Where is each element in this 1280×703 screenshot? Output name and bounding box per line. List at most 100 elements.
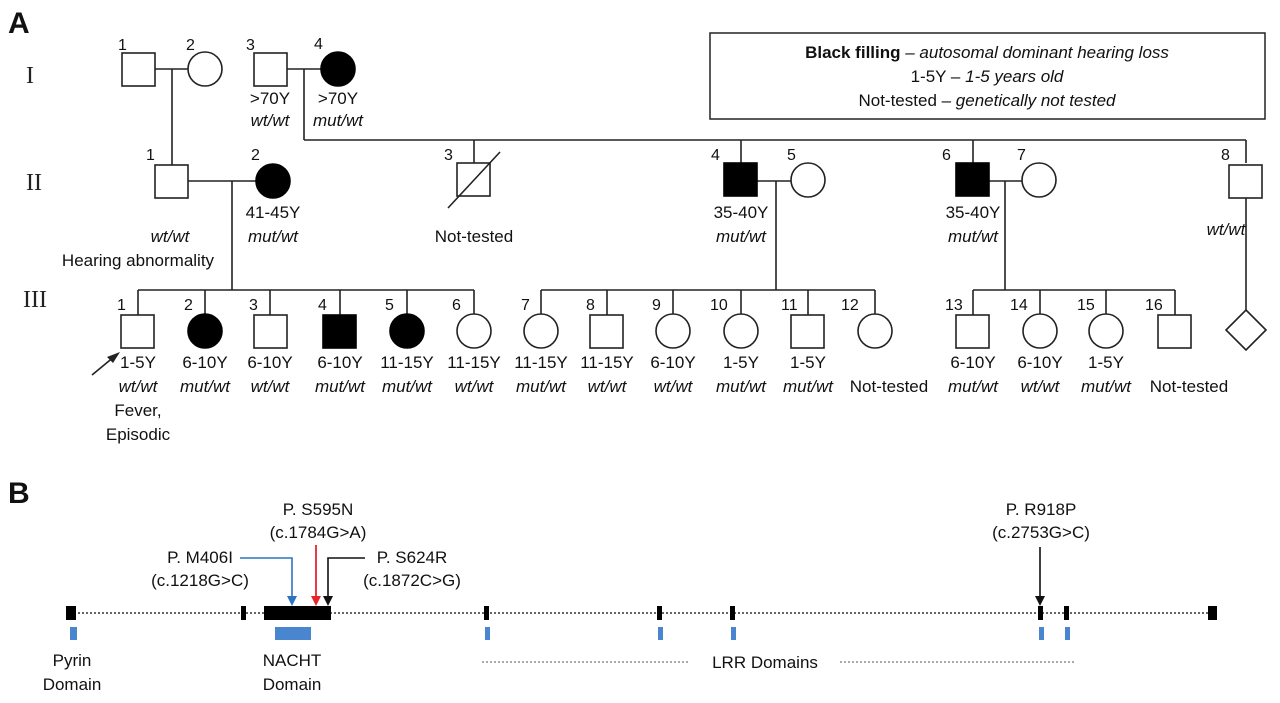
- generation-label-i: I: [26, 63, 34, 89]
- variant-r918p-cdna: (c.2753G>C): [992, 523, 1090, 542]
- id-i-1: 1: [118, 37, 127, 54]
- age-iii-4: 6-10Y: [317, 353, 362, 372]
- id-iii-11: 11: [781, 297, 798, 314]
- age-iii-9: 6-10Y: [650, 353, 695, 372]
- individual-i-1: [121, 52, 156, 87]
- legend-box: [709, 32, 1266, 120]
- note-iii-1-line2: Episodic: [106, 425, 171, 444]
- lrr-domain-bar-2: [658, 627, 663, 640]
- id-iii-12: 12: [841, 297, 859, 314]
- age-iii-5: 11-15Y: [380, 353, 434, 372]
- legend-line-1: Black filling – autosomal dominant heari…: [805, 43, 1169, 62]
- id-i-4: 4: [314, 36, 323, 53]
- variant-s595n-cdna: (c.1784G>A): [270, 523, 367, 542]
- variant-s624r-arrow: [327, 557, 365, 598]
- individual-ii-4: [723, 162, 758, 197]
- variant-s624r-protein: P. S624R: [377, 548, 448, 567]
- genotype-iii-15: mut/wt: [1081, 377, 1132, 396]
- id-iii-10: 10: [710, 297, 728, 314]
- id-ii-3: 3: [444, 147, 453, 164]
- individual-iii-5: [389, 313, 425, 349]
- genotype-iii-13: mut/wt: [948, 377, 999, 396]
- id-iii-4: 4: [318, 297, 327, 314]
- variant-m406i-arrowhead: [287, 596, 297, 606]
- individual-ii-5: [790, 162, 826, 198]
- lrr-domain-bar-5: [1065, 627, 1070, 640]
- variant-s624r-arrowhead: [323, 596, 333, 606]
- genotype-ii-6: mut/wt: [948, 227, 999, 246]
- individual-iii-13: [955, 314, 990, 349]
- nacht-label-2: Domain: [263, 675, 322, 694]
- nacht-domain-bar: [275, 627, 311, 640]
- id-ii-8: 8: [1221, 147, 1230, 164]
- genotype-iii-2: mut/wt: [180, 377, 231, 396]
- exon-5: [657, 606, 662, 620]
- id-ii-2: 2: [251, 147, 260, 164]
- exon-8: [1064, 606, 1069, 620]
- note-iii-1-line1: Fever,: [114, 401, 161, 420]
- individual-i-3: [253, 52, 288, 87]
- id-iii-5: 5: [385, 297, 394, 314]
- individual-i-2: [187, 51, 223, 87]
- genotype-ii-4: mut/wt: [716, 227, 767, 246]
- genotype-iii-14: wt/wt: [1021, 377, 1061, 396]
- individual-i-4: [320, 51, 356, 87]
- individual-iii-15: [1088, 313, 1124, 349]
- age-i-3: >70Y: [250, 89, 290, 108]
- id-iii-9: 9: [652, 297, 661, 314]
- genotype-ii-1: wt/wt: [151, 227, 191, 246]
- id-ii-1: 1: [146, 147, 155, 164]
- lrr-label: LRR Domains: [712, 653, 818, 672]
- individual-iii-9: [655, 313, 691, 349]
- id-iii-3: 3: [249, 297, 258, 314]
- age-iii-13: 6-10Y: [950, 353, 995, 372]
- id-iii-2: 2: [184, 297, 193, 314]
- variant-s595n-protein: P. S595N: [283, 500, 354, 519]
- genotype-iii-8: wt/wt: [588, 377, 628, 396]
- variant-r918p-protein: P. R918P: [1006, 500, 1077, 519]
- panel-label-b: B: [8, 477, 30, 510]
- age-iii-10: 1-5Y: [723, 353, 759, 372]
- genotype-ii-8: wt/wt: [1207, 220, 1247, 239]
- genotype-iii-4: mut/wt: [315, 377, 366, 396]
- individual-ii-8: [1228, 164, 1263, 199]
- individual-iii-10: [723, 313, 759, 349]
- exon-6: [730, 606, 735, 620]
- id-iii-15: 15: [1077, 297, 1095, 314]
- id-iii-13: 13: [945, 297, 963, 314]
- id-iii-1: 1: [117, 297, 126, 314]
- genotype-iii-7: mut/wt: [516, 377, 567, 396]
- age-ii-6: 35-40Y: [946, 203, 1001, 222]
- gen1-lines: [155, 68, 1247, 165]
- genotype-iii-5: mut/wt: [382, 377, 433, 396]
- variant-m406i-cdna: (c.1218G>C): [151, 571, 249, 590]
- panel-label-a: A: [8, 7, 30, 40]
- lrr-domain-bar-4: [1039, 627, 1044, 640]
- lrr-domain-bar-1: [485, 627, 490, 640]
- gen3-lines: [137, 289, 1176, 315]
- individual-iii-6: [456, 313, 492, 349]
- id-iii-14: 14: [1010, 297, 1028, 314]
- exon-2: [241, 606, 246, 620]
- genotype-i-3: wt/wt: [251, 111, 291, 130]
- age-iii-2: 6-10Y: [182, 353, 227, 372]
- id-iii-16: 16: [1145, 297, 1163, 314]
- age-iii-14: 6-10Y: [1017, 353, 1062, 372]
- genotype-iii-11: mut/wt: [783, 377, 834, 396]
- individual-iii-11: [790, 314, 825, 349]
- variant-r918p-arrowhead: [1035, 596, 1045, 606]
- legend-line-3: Not-tested – genetically not tested: [858, 91, 1116, 110]
- note-ii-1: Hearing abnormality: [62, 251, 215, 270]
- individual-ii-2: [255, 163, 291, 199]
- age-ii-2: 41-45Y: [246, 203, 301, 222]
- exon-4: [484, 606, 489, 620]
- individual-iii-2: [187, 313, 223, 349]
- individual-ii-1: [154, 164, 189, 199]
- generation-label-iii: III: [23, 287, 47, 313]
- age-iii-11: 1-5Y: [790, 353, 826, 372]
- generation-label-ii: II: [26, 170, 42, 196]
- pyrin-label-1: Pyrin: [53, 651, 92, 670]
- individual-iii-7: [523, 313, 559, 349]
- individual-iii-1: [120, 314, 155, 349]
